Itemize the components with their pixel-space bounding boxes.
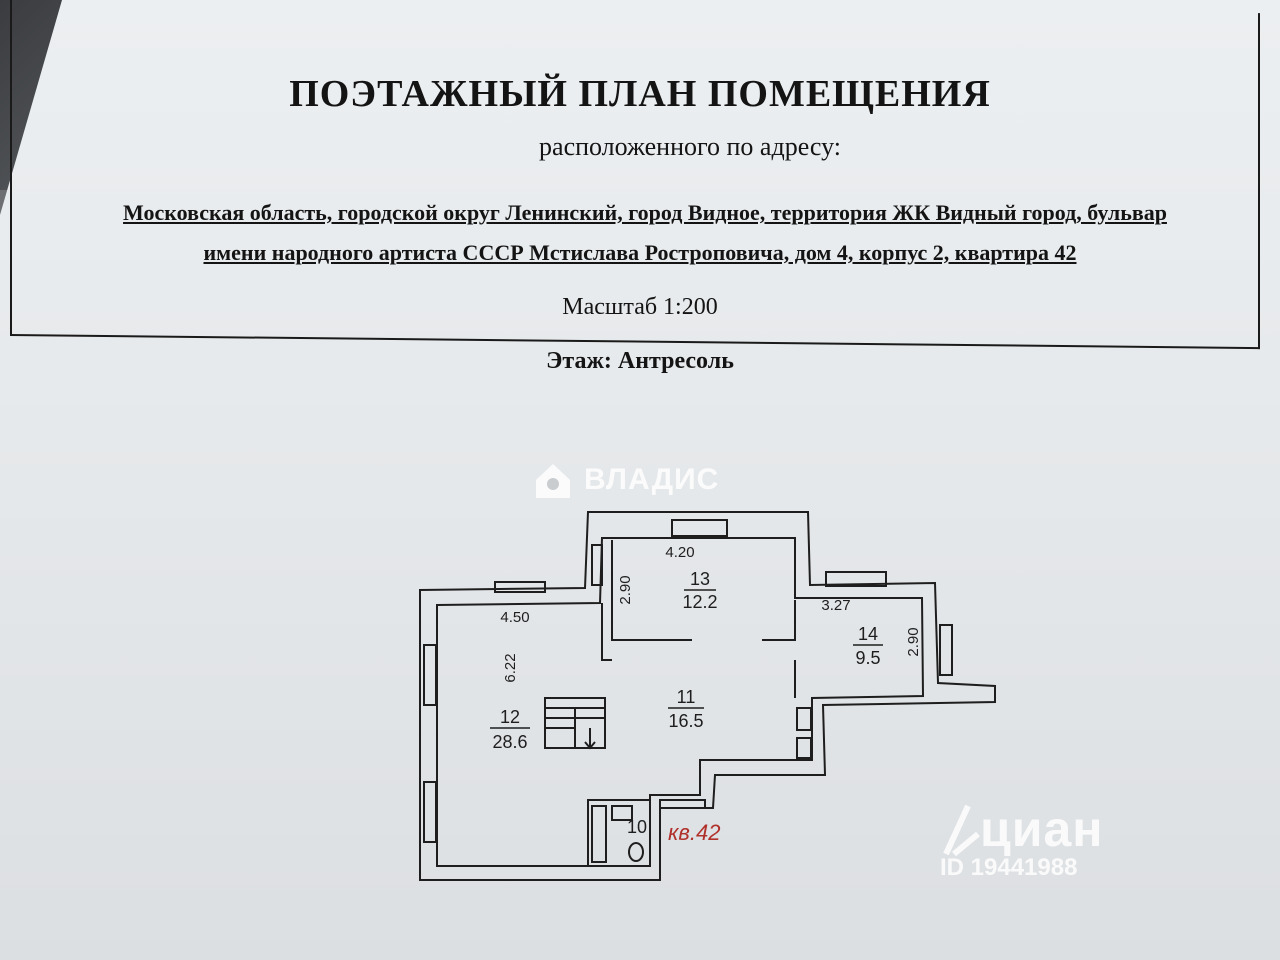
address-line-1: Московская область, городской округ Лени… (123, 200, 1167, 225)
bathtub-icon (591, 805, 607, 863)
room-14-number: 14 (858, 624, 878, 644)
windows (423, 519, 953, 843)
outer-wall (419, 511, 996, 881)
partition-room-13 (611, 540, 796, 641)
scale-label: Масштаб 1:200 (562, 294, 718, 320)
dimension-3-27: 3.27 (821, 597, 850, 614)
dimension-2-90-room-14: 2.90 (905, 627, 922, 656)
room-13-number: 13 (690, 569, 710, 589)
cian-watermark: циан ID 19441988 (940, 800, 1103, 882)
room-11-number: 11 (677, 687, 696, 707)
stair-arrow (584, 735, 596, 750)
sink-icon (611, 805, 633, 821)
room-12-number: 12 (500, 707, 520, 727)
document-title: ПОЭТАЖНЫЙ ПЛАН ПОМЕЩЕНИЯ (289, 73, 991, 115)
room-10-number: 10 (627, 817, 647, 837)
house-icon (536, 464, 570, 498)
room-12-area: 28.6 (492, 732, 527, 752)
room-14-area: 9.5 (855, 648, 880, 668)
room-11-area: 16.5 (668, 711, 703, 731)
cabinet-lower (796, 737, 812, 759)
document-subtitle: расположенного по адресу: (539, 132, 841, 161)
cian-logo-icon (943, 804, 980, 857)
partition-room-13-left (601, 603, 612, 661)
room-13-area: 12.2 (682, 592, 717, 612)
dimension-2-90-room-13: 2.90 (617, 575, 634, 604)
apartment-mark: кв.42 (668, 820, 720, 845)
bathroom-room-10 (587, 799, 651, 867)
stair-steps (545, 707, 605, 748)
dimension-4-20: 4.20 (665, 544, 694, 561)
cian-id: ID 19441988 (940, 854, 1078, 881)
vladis-watermark: ВЛАДИС (532, 460, 719, 500)
vladis-text: ВЛАДИС (584, 463, 720, 496)
floor-label: Этаж: Антресоль (546, 348, 734, 374)
dimension-4-50: 4.50 (500, 609, 529, 626)
cabinet-upper (796, 707, 812, 731)
dimension-6-22: 6.22 (502, 653, 519, 682)
toilet-icon (628, 842, 644, 862)
address-line-2: имени народного артиста СССР Мстислава Р… (203, 240, 1077, 265)
cian-name: циан (980, 801, 1104, 857)
